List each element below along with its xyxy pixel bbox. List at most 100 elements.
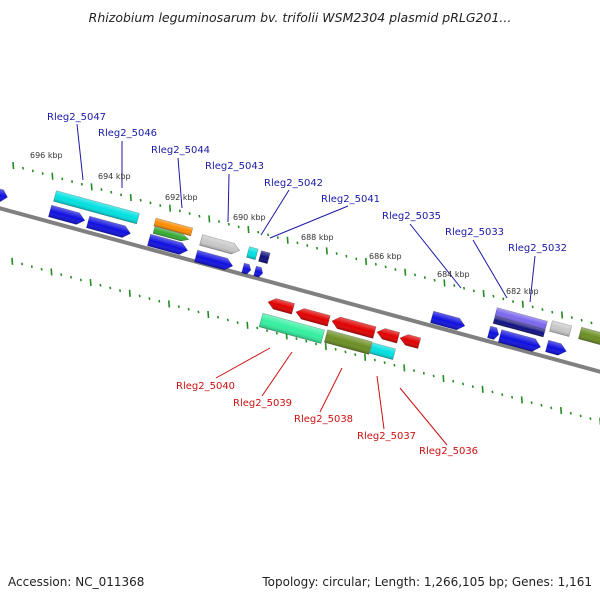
gene-arrow[interactable] bbox=[376, 327, 401, 344]
gene-arrow[interactable] bbox=[295, 307, 331, 327]
minor-tick bbox=[40, 267, 43, 271]
gene-box[interactable] bbox=[199, 234, 241, 256]
gene-box[interactable] bbox=[258, 312, 325, 344]
minor-tick bbox=[394, 268, 397, 271]
minor-tick bbox=[530, 401, 533, 404]
gene-label[interactable]: Rleg2_5032 bbox=[508, 243, 567, 254]
scale-label: 684 kbp bbox=[437, 270, 470, 279]
gene-box[interactable] bbox=[369, 342, 396, 360]
minor-tick bbox=[226, 318, 229, 322]
gene-arrow[interactable] bbox=[48, 204, 86, 226]
minor-tick bbox=[422, 371, 425, 375]
major-tick bbox=[404, 268, 407, 276]
minor-tick bbox=[590, 321, 593, 325]
gene-box[interactable] bbox=[323, 329, 373, 355]
minor-tick bbox=[119, 289, 122, 292]
leader-line bbox=[76, 123, 84, 181]
gene-label[interactable]: Rleg2_5039 bbox=[233, 398, 292, 409]
gene-box[interactable] bbox=[153, 217, 194, 237]
gene-label[interactable]: Rleg2_5044 bbox=[151, 145, 210, 156]
minor-tick bbox=[335, 252, 338, 255]
gene-arrow[interactable] bbox=[86, 215, 132, 239]
minor-tick bbox=[158, 299, 161, 303]
gene-arrow[interactable] bbox=[430, 310, 466, 332]
gene-box[interactable] bbox=[53, 190, 140, 225]
minor-tick bbox=[453, 284, 456, 287]
gene-box[interactable] bbox=[549, 320, 573, 337]
minor-tick bbox=[60, 273, 63, 276]
minor-tick bbox=[432, 374, 435, 378]
gene-box[interactable] bbox=[578, 326, 600, 348]
minor-tick bbox=[267, 233, 270, 237]
minor-tick bbox=[305, 339, 308, 343]
gene-box[interactable] bbox=[258, 250, 271, 265]
major-tick bbox=[364, 353, 367, 361]
gene-label[interactable]: Rleg2_5036 bbox=[419, 446, 478, 457]
gene-box[interactable] bbox=[492, 316, 546, 338]
major-tick bbox=[89, 279, 92, 287]
minor-tick bbox=[139, 198, 142, 202]
minor-tick bbox=[393, 363, 396, 367]
gene-box[interactable] bbox=[246, 246, 259, 261]
gene-arrow[interactable] bbox=[545, 339, 567, 357]
gene-arrow[interactable] bbox=[253, 265, 264, 278]
gene-label[interactable]: Rleg2_5047 bbox=[47, 112, 106, 123]
minor-tick bbox=[433, 278, 436, 282]
major-tick bbox=[246, 321, 249, 329]
scale-ticks-lower bbox=[11, 257, 600, 425]
gene-label[interactable]: Rleg2_5041 bbox=[321, 194, 380, 205]
gene-label[interactable]: Rleg2_5038 bbox=[294, 414, 353, 425]
gene-arrow[interactable] bbox=[487, 325, 500, 340]
leader-line bbox=[409, 223, 462, 289]
minor-tick bbox=[31, 169, 34, 173]
gene-label[interactable]: Rleg2_5033 bbox=[445, 227, 504, 238]
gene-arrow[interactable] bbox=[267, 297, 295, 315]
minor-tick bbox=[236, 321, 239, 324]
major-tick bbox=[481, 385, 484, 393]
gene-label[interactable]: Rleg2_5042 bbox=[264, 178, 323, 189]
leader-line bbox=[177, 157, 183, 209]
minor-tick bbox=[197, 310, 200, 314]
gene-box[interactable] bbox=[494, 307, 548, 331]
minor-tick bbox=[452, 379, 455, 383]
gene-label[interactable]: Rleg2_5035 bbox=[382, 211, 441, 222]
gene-box[interactable] bbox=[152, 226, 190, 243]
gene-label[interactable]: Rleg2_5046 bbox=[98, 128, 157, 139]
gene-arrow[interactable] bbox=[497, 329, 542, 354]
gene-arrow[interactable] bbox=[194, 249, 234, 272]
minor-tick bbox=[217, 315, 220, 319]
gene-label[interactable]: Rleg2_5043 bbox=[205, 161, 264, 172]
gene-arrow[interactable] bbox=[0, 186, 9, 203]
major-tick bbox=[51, 172, 54, 180]
major-tick bbox=[208, 215, 211, 223]
minor-tick bbox=[373, 358, 376, 362]
scale-label: 688 kbp bbox=[301, 233, 334, 242]
gene-label[interactable]: Rleg2_5037 bbox=[357, 431, 416, 442]
minor-tick bbox=[383, 361, 386, 364]
minor-tick bbox=[502, 297, 505, 301]
minor-tick bbox=[413, 369, 416, 372]
minor-tick bbox=[511, 395, 514, 399]
minor-tick bbox=[463, 286, 466, 290]
gene-arrow[interactable] bbox=[330, 315, 377, 339]
minor-tick bbox=[306, 244, 309, 247]
minor-tick bbox=[550, 406, 553, 410]
major-tick bbox=[50, 268, 53, 276]
minor-tick bbox=[384, 265, 387, 269]
major-tick bbox=[521, 300, 524, 308]
gene-label[interactable]: Rleg2_5040 bbox=[176, 381, 235, 392]
leader-line bbox=[260, 189, 290, 236]
minor-tick bbox=[149, 201, 152, 205]
major-tick bbox=[129, 193, 132, 202]
gene-arrow[interactable] bbox=[147, 233, 189, 256]
topology-summary: Topology: circular; Length: 1,266,105 bp… bbox=[262, 575, 592, 589]
major-tick bbox=[560, 407, 563, 415]
minor-tick bbox=[579, 414, 582, 418]
major-tick bbox=[443, 279, 446, 287]
scale-label: 682 kbp bbox=[506, 287, 539, 296]
leader-line bbox=[399, 387, 448, 446]
gene-arrow[interactable] bbox=[241, 262, 252, 275]
scale-label: 692 kbp bbox=[165, 193, 198, 202]
gene-arrow[interactable] bbox=[399, 333, 422, 349]
